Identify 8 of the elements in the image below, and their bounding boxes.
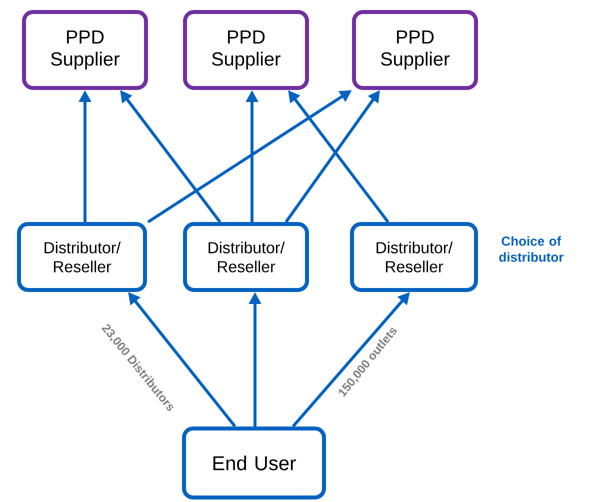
distributor-box: Distributor/ Reseller xyxy=(350,222,478,292)
distributor-box: Distributor/ Reseller xyxy=(17,222,147,292)
supplier-box: PPD Supplier xyxy=(22,10,148,90)
supplier-box: PPD Supplier xyxy=(352,10,478,90)
end-user-box: End User xyxy=(182,426,326,500)
distributor-box: Distributor/ Reseller xyxy=(183,222,309,292)
supplier-box: PPD Supplier xyxy=(183,10,309,90)
side-note: Choice of distributor xyxy=(499,236,564,262)
